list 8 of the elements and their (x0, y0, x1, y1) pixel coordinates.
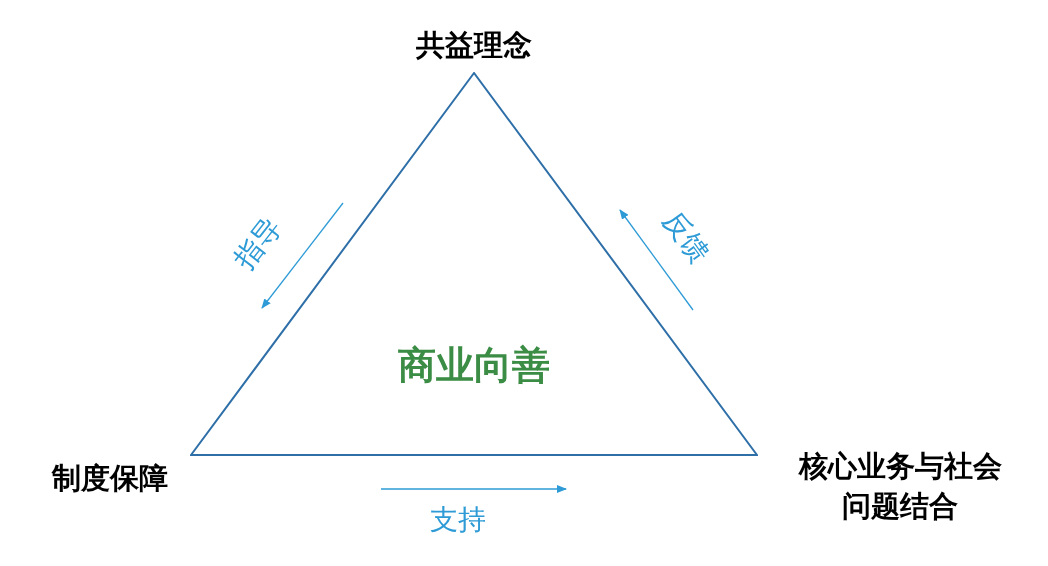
center-title: 商业向善 (398, 342, 550, 389)
direction-label: 支持 (430, 502, 486, 538)
corner-label: 核心业务与社会问题结合 (797, 448, 1003, 525)
triangle-shape (190, 72, 758, 456)
corner-label: 制度保障 (52, 460, 168, 497)
corner-label: 共益理念 (416, 27, 532, 64)
direction-label: 反馈 (655, 203, 718, 271)
direction-label: 指导 (226, 209, 289, 277)
